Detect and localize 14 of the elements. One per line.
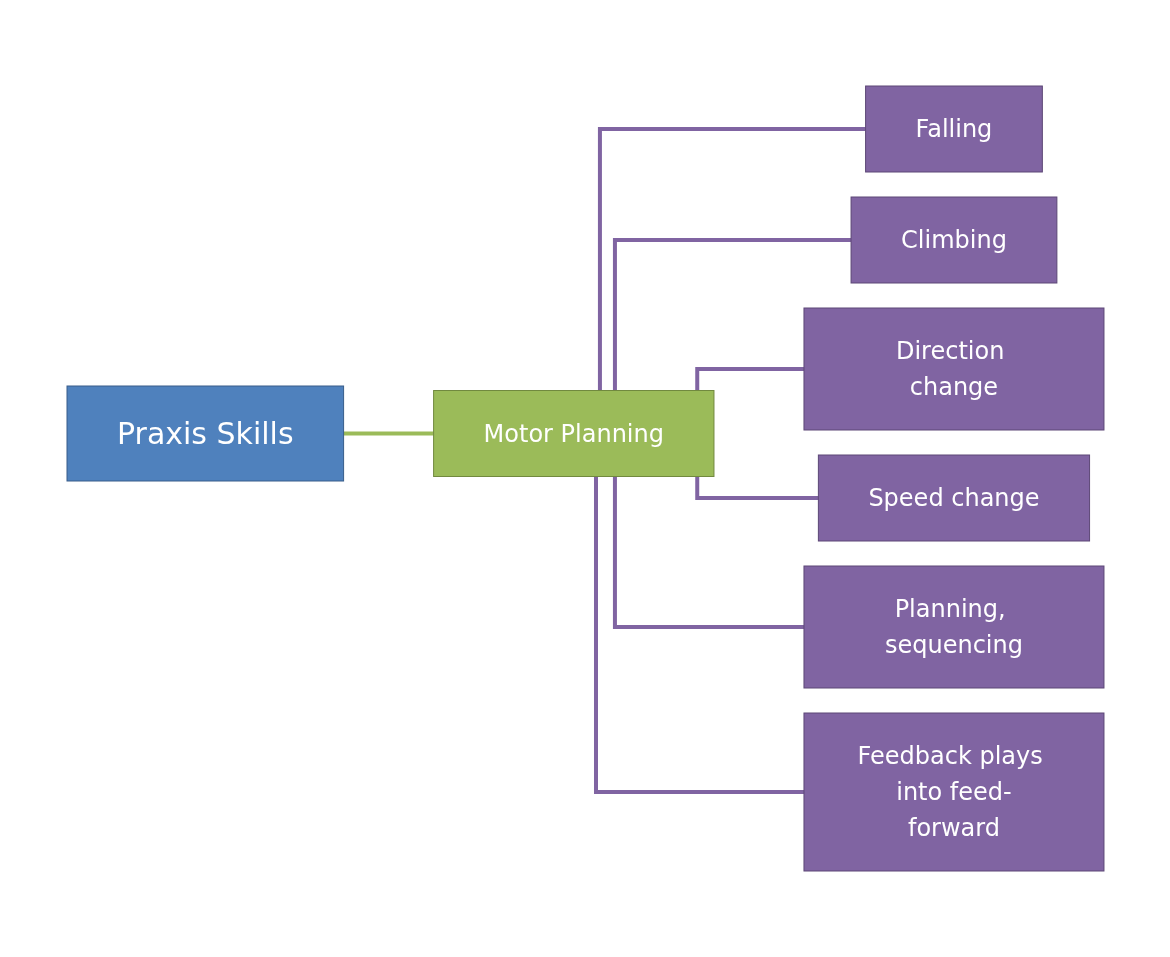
node-box: Praxis Skills (66, 385, 344, 482)
connector (694, 367, 804, 391)
connector (593, 476, 804, 794)
node-box: Falling (864, 85, 1043, 173)
connector (612, 476, 804, 629)
node-box: Speed change (817, 454, 1090, 542)
connector (597, 127, 866, 391)
node-box: Feedback plays into feed-forward (803, 712, 1104, 872)
node-box: Motor Planning (432, 390, 714, 477)
connector (694, 476, 818, 500)
connector (612, 238, 851, 391)
node-box: Planning, sequencing (803, 565, 1104, 689)
node-box: Climbing (850, 196, 1057, 284)
node-box: Direction change (803, 307, 1104, 431)
